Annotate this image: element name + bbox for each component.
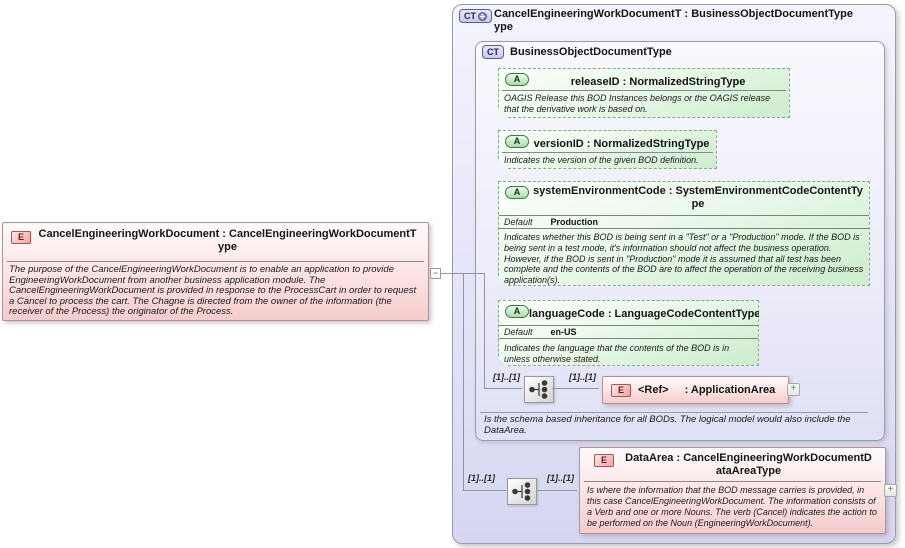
attribute-description: Indicates the version of the given BOD d… bbox=[504, 155, 699, 165]
multiplicity-label: [1]..[1] bbox=[468, 473, 495, 483]
element-title-line2: ataAreaType bbox=[715, 465, 782, 477]
default-value: en-US bbox=[550, 327, 577, 337]
element-badge-icon: E bbox=[594, 454, 614, 467]
element-cancel-engineering-work-document[interactable]: E CancelEngineeringWorkDocument : Cancel… bbox=[2, 222, 429, 321]
attribute-badge-icon: A bbox=[505, 135, 529, 148]
multiplicity-label: [1]..[1] bbox=[493, 372, 520, 382]
element-description: Is where the information that the BOD me… bbox=[587, 485, 877, 528]
element-title-line1: DataArea : CancelEngineeringWorkDocument… bbox=[625, 452, 872, 464]
complextype-badge-label: CT bbox=[464, 11, 476, 21]
expand-toggle[interactable]: + bbox=[787, 383, 800, 396]
default-value: Production bbox=[550, 217, 599, 227]
attribute-title: versionID : NormalizedStringType bbox=[533, 138, 710, 150]
default-label: Default bbox=[504, 327, 533, 337]
basetype-badge-label: CT bbox=[487, 47, 499, 57]
connector-line bbox=[484, 273, 485, 389]
basetype-footer-note: Is the schema based inheritance for all … bbox=[484, 414, 851, 436]
divider bbox=[502, 152, 713, 153]
element-badge-icon: E bbox=[611, 383, 631, 397]
attribute-versionID[interactable]: A versionID : NormalizedStringType Indic… bbox=[498, 130, 717, 169]
divider bbox=[584, 481, 881, 482]
attribute-badge-icon: A bbox=[505, 73, 529, 86]
connector-line bbox=[463, 490, 506, 491]
connector-line bbox=[536, 490, 577, 491]
element-title-line1: CancelEngineeringWorkDocument : CancelEn… bbox=[38, 228, 417, 240]
element-title-line2: ype bbox=[218, 241, 237, 253]
sequence-compositor-icon bbox=[507, 478, 537, 505]
attribute-releaseID[interactable]: A releaseID : NormalizedStringType OAGIS… bbox=[498, 68, 790, 118]
attribute-badge-icon: A bbox=[505, 186, 529, 199]
connector-line bbox=[552, 388, 599, 389]
attribute-description: OAGIS Release this BOD Instances belongs… bbox=[504, 93, 771, 114]
attribute-title-line1: systemEnvironmentCode : SystemEnvironmen… bbox=[533, 185, 863, 197]
element-badge-icon: E bbox=[11, 231, 31, 244]
element-ref-name: <Ref> bbox=[638, 384, 669, 396]
element-description: The purpose of the CancelEngineeringWork… bbox=[9, 264, 417, 317]
attribute-description: Indicates whether this BOD is being sent… bbox=[504, 232, 864, 286]
complextype-title-line2: ype bbox=[494, 21, 513, 33]
basetype-badge: CT bbox=[482, 45, 504, 59]
default-label: Default bbox=[504, 217, 533, 227]
divider bbox=[7, 261, 424, 262]
element-data-area[interactable]: E DataArea : CancelEngineeringWorkDocume… bbox=[579, 447, 886, 534]
multiplicity-label: [1]..[1] bbox=[569, 372, 596, 382]
basetype-business-object-document-type[interactable]: CT BusinessObjectDocumentType A releaseI… bbox=[475, 41, 885, 441]
complextype-cancel-engineering-work-document-type[interactable]: CT CancelEngineeringWorkDocumentT : Busi… bbox=[452, 4, 897, 544]
divider bbox=[502, 90, 786, 91]
collapse-toggle[interactable]: − bbox=[430, 268, 441, 279]
element-ref-application-area[interactable]: E <Ref> : ApplicationArea bbox=[602, 376, 789, 404]
attribute-languageCode[interactable]: A languageCode : LanguageCodeContentType… bbox=[498, 300, 759, 366]
multiplicity-label: [1]..[1] bbox=[547, 473, 574, 483]
connector-line bbox=[463, 273, 464, 491]
complextype-title: CancelEngineeringWorkDocumentT : Busines… bbox=[494, 8, 853, 34]
sequence-compositor-icon bbox=[524, 376, 554, 403]
attribute-title-line2: pe bbox=[691, 198, 705, 210]
attribute-default-row: Default en-US bbox=[499, 325, 758, 339]
attribute-systemEnvironmentCode[interactable]: A systemEnvironmentCode : SystemEnvironm… bbox=[498, 181, 870, 286]
complextype-badge: CT bbox=[459, 9, 492, 23]
divider bbox=[480, 412, 868, 413]
attribute-description: Indicates the language that the contents… bbox=[504, 343, 730, 364]
element-ref-type: : ApplicationArea bbox=[684, 384, 776, 396]
complextype-title-line1: CancelEngineeringWorkDocumentT : Busines… bbox=[494, 8, 853, 20]
basetype-title: BusinessObjectDocumentType bbox=[510, 46, 672, 58]
attribute-default-row: Default Production bbox=[499, 215, 869, 229]
connector-line bbox=[484, 388, 522, 389]
attribute-title: languageCode : LanguageCodeContentType bbox=[529, 308, 761, 320]
expand-toggle[interactable]: + bbox=[884, 484, 897, 497]
attribute-title: releaseID : NormalizedStringType bbox=[570, 76, 746, 88]
derived-plus-icon bbox=[478, 11, 487, 21]
attribute-badge-icon: A bbox=[505, 305, 529, 318]
